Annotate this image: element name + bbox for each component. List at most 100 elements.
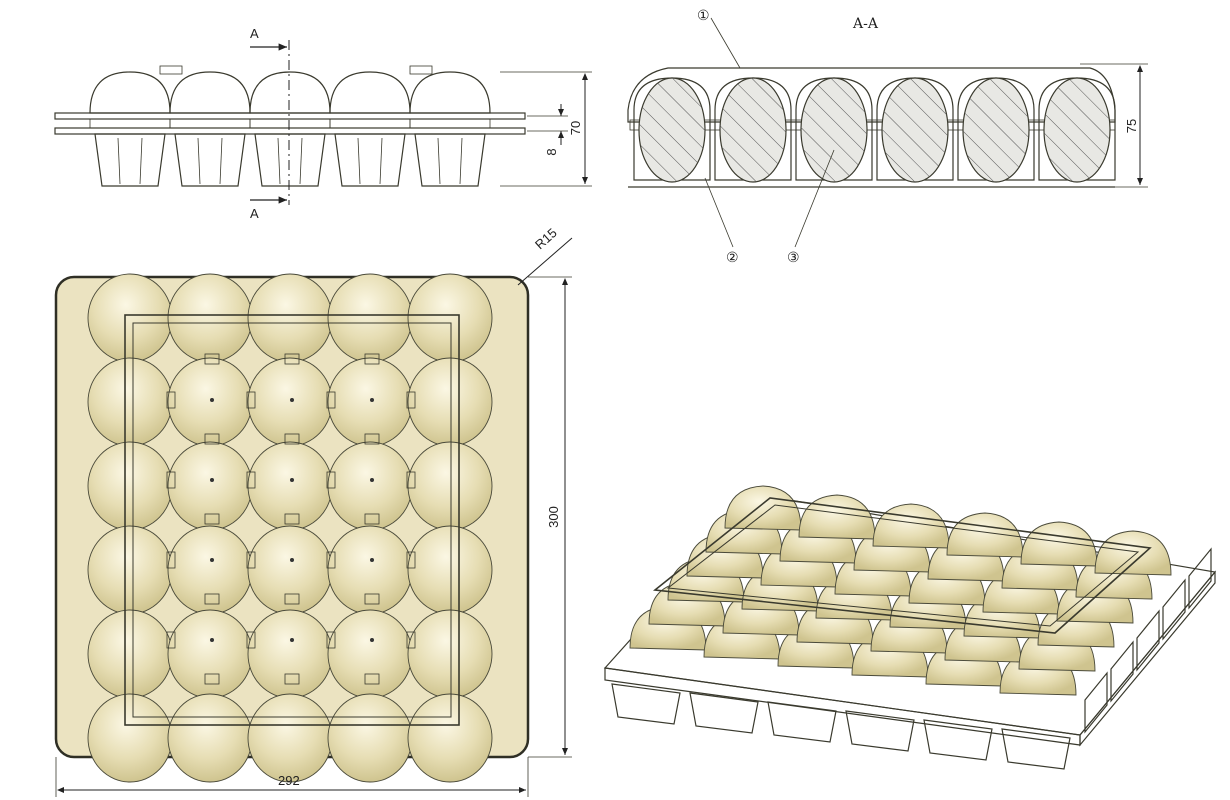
side-gap-window [249,118,331,129]
plan-dome [167,525,253,615]
plan-dome [87,609,173,699]
plan-dome [407,357,493,447]
section-view: A-A 75 ① ② ③ [627,8,1148,266]
plan-view: 292 300 R15 [54,225,573,797]
plan-dome [167,609,253,699]
plan-center-dot [370,638,374,642]
section-egg-hatch [1044,78,1110,182]
plan-dome [327,273,413,363]
side-cup-rib [197,137,201,185]
section-egg-hatch [963,78,1029,182]
side-clip [159,65,183,75]
iso-dome [798,494,876,540]
side-cup [414,133,486,187]
plan-clip [406,391,416,409]
plan-dome [87,357,173,447]
side-cup [174,133,246,187]
plan-dome [247,273,333,363]
dim-section-height: 75 [1124,119,1139,133]
plan-center-dot [290,478,294,482]
side-gap-window [169,118,251,129]
callout-3: ③ [787,250,800,266]
plan-clip [204,593,220,605]
isometric-view [603,485,1217,770]
iso-cup [689,692,759,734]
plan-dome [407,273,493,363]
side-dome [409,71,491,114]
plan-dome [247,609,333,699]
plan-clip [326,471,336,489]
plan-center-dot [290,558,294,562]
section-egg-hatch [801,78,867,182]
plan-clip [284,353,300,365]
iso-cup-side [1136,609,1160,672]
plan-dome [87,273,173,363]
side-cup-rib [459,137,463,185]
plan-dome [87,693,173,783]
section-egg-hatch [882,78,948,182]
plan-dome [407,441,493,531]
plan-clip [364,513,380,525]
side-cup-rib [117,137,121,185]
plan-clip [406,471,416,489]
plan-dome [327,525,413,615]
iso-cup [767,701,837,743]
side-cup-rib [357,137,361,185]
iso-dome [1094,530,1172,576]
section-egg-hatch [639,78,705,182]
plan-center-dot [210,398,214,402]
side-dome [329,71,411,114]
plan-dome [87,525,173,615]
plan-clip [204,513,220,525]
plan-dome [327,357,413,447]
side-cup-rib [379,137,383,185]
side-cup [334,133,406,187]
plan-center-dot [290,638,294,642]
plan-clip [284,513,300,525]
iso-cup-side [1084,671,1108,734]
iso-dome [1020,521,1098,567]
plan-clip [246,631,256,649]
iso-cup [923,719,993,761]
callout-2: ② [726,250,739,266]
plan-clip [246,551,256,569]
plan-clip [166,391,176,409]
plan-dome [247,357,333,447]
plan-clip [406,631,416,649]
plan-clip [406,551,416,569]
plan-clip [246,391,256,409]
plan-clip [284,593,300,605]
plan-center-dot [370,558,374,562]
plan-dome [167,693,253,783]
plan-center-dot [370,398,374,402]
side-cup-rib [277,137,281,185]
side-cup [94,133,166,187]
side-cup-rib [219,137,223,185]
dim-side-gap: 8 [544,148,559,155]
section-title: A-A [852,16,879,32]
plan-center-dot [210,638,214,642]
plan-clip [246,471,256,489]
plan-dome [167,441,253,531]
side-cup-rib [299,137,303,185]
plan-clip [204,433,220,445]
plan-dome [407,693,493,783]
plan-dome [247,693,333,783]
plan-clip [326,551,336,569]
side-dome [169,71,251,114]
plan-center-dot [370,478,374,482]
plan-clip [364,593,380,605]
iso-cup [845,710,915,752]
iso-dome [872,503,950,549]
plan-clip [284,673,300,685]
side-cup-rib [139,137,143,185]
plan-clip [166,631,176,649]
side-gap-window [329,118,411,129]
plan-dome [327,441,413,531]
iso-cup [1001,728,1071,770]
iso-cup-side [1162,578,1186,641]
side-gap-window [89,118,171,129]
side-gap-window [409,118,491,129]
plan-dome [407,525,493,615]
plan-clip [166,471,176,489]
